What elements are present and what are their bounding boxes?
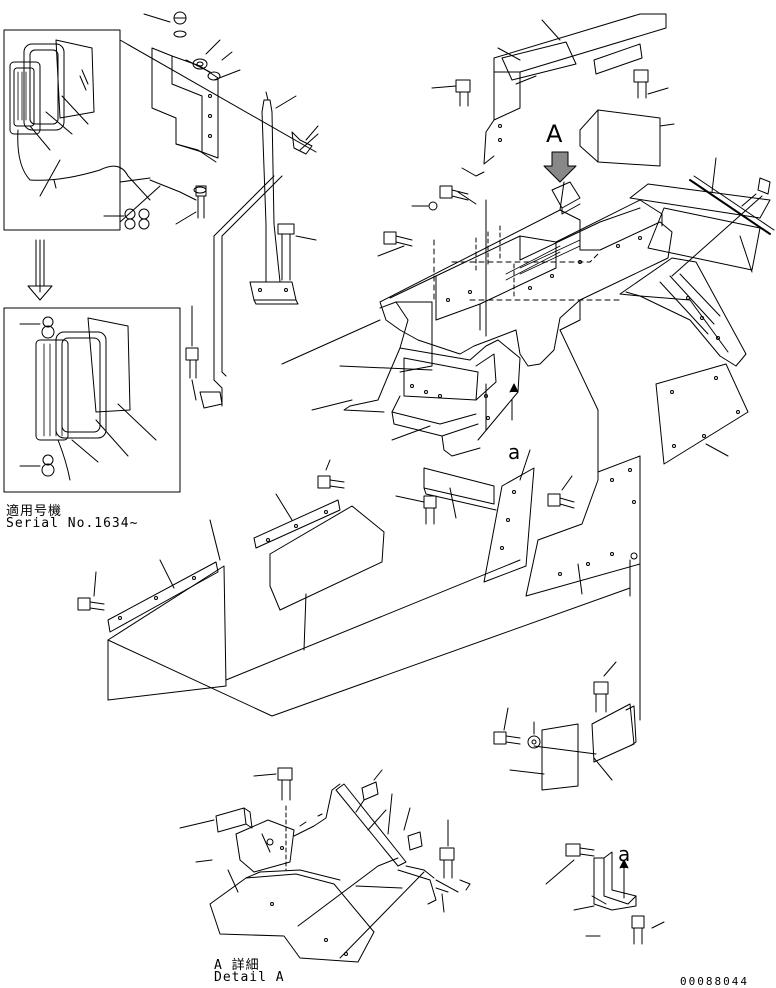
- step-assembly: [311, 199, 521, 457]
- detail-a-lower-group: [545, 843, 665, 945]
- right-panels: [579, 109, 775, 465]
- serial-label-jp: 適用号機: [6, 504, 63, 519]
- serial-label-en: Serial No.1634~: [6, 516, 139, 531]
- detail-a-lower-label: a: [618, 842, 631, 866]
- inset-upper-box: [3, 29, 151, 231]
- right-lower-panel: [525, 329, 641, 721]
- lower-left-plates: [77, 493, 385, 701]
- main-frame: [379, 199, 673, 367]
- mirror-stay: [185, 91, 319, 409]
- drawing-number: 00088044: [680, 975, 749, 988]
- relation-lines: [107, 167, 631, 717]
- top-cover-plate: [483, 13, 667, 165]
- detail-a-group: [179, 767, 471, 963]
- detail-label-en: Detail A: [214, 970, 285, 985]
- view-a-label: A: [546, 120, 563, 148]
- mirror-bracket: [103, 11, 317, 230]
- small-plates-right: [493, 661, 637, 791]
- view-a-arrow: [543, 151, 581, 215]
- center-step-plates: [317, 449, 575, 583]
- detail-label-jp: A 詳細: [214, 958, 260, 973]
- view-a-lower-label: a: [508, 440, 521, 464]
- inset-lower-box: [3, 307, 181, 493]
- inset-arrow: [27, 239, 53, 301]
- hardware-bolts: [377, 69, 771, 257]
- side-brace: [619, 195, 763, 367]
